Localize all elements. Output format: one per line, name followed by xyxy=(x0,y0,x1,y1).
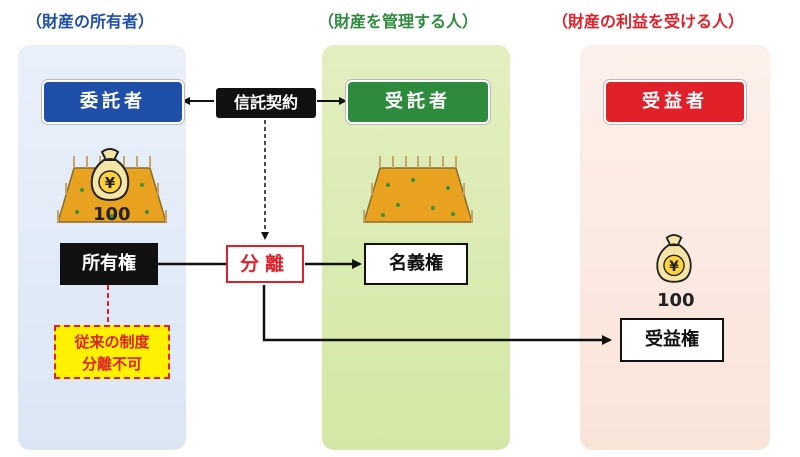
settlor-money-amount: 100 xyxy=(93,204,131,225)
settlor-role-box: 委託者 xyxy=(42,80,184,124)
beneficiary-group-heading: （財産の利益を受ける人） xyxy=(552,12,745,31)
old-system-line2: 分離不可 xyxy=(81,355,142,373)
trustee-role-box: 受託者 xyxy=(346,80,490,124)
yen-money-bag-icon: ¥ xyxy=(656,234,692,283)
old-system-note: 従来の制度 分離不可 xyxy=(54,325,170,379)
separation-label: 分離 xyxy=(226,245,304,283)
svg-text:¥: ¥ xyxy=(105,174,116,192)
beneficiary-money-amount: 100 xyxy=(657,290,695,311)
trust-contract-label: 信託契約 xyxy=(216,88,316,118)
svg-text:¥: ¥ xyxy=(669,259,679,275)
yen-money-bag-icon: ¥ xyxy=(90,148,130,202)
beneficial-right-box: 受益権 xyxy=(620,318,724,362)
old-system-line1: 従来の制度 xyxy=(74,333,150,351)
beneficiary-role-box: 受益者 xyxy=(604,80,746,124)
ownership-right-box: 所有権 xyxy=(60,243,158,285)
trustee-group-heading: （財産を管理する人） xyxy=(318,12,479,31)
title-right-box: 名義権 xyxy=(364,243,468,285)
settlor-group-heading: （財産の所有者） xyxy=(26,12,155,31)
land-plot-icon xyxy=(362,156,474,223)
separation-to-beneficial-arrow xyxy=(262,285,612,345)
